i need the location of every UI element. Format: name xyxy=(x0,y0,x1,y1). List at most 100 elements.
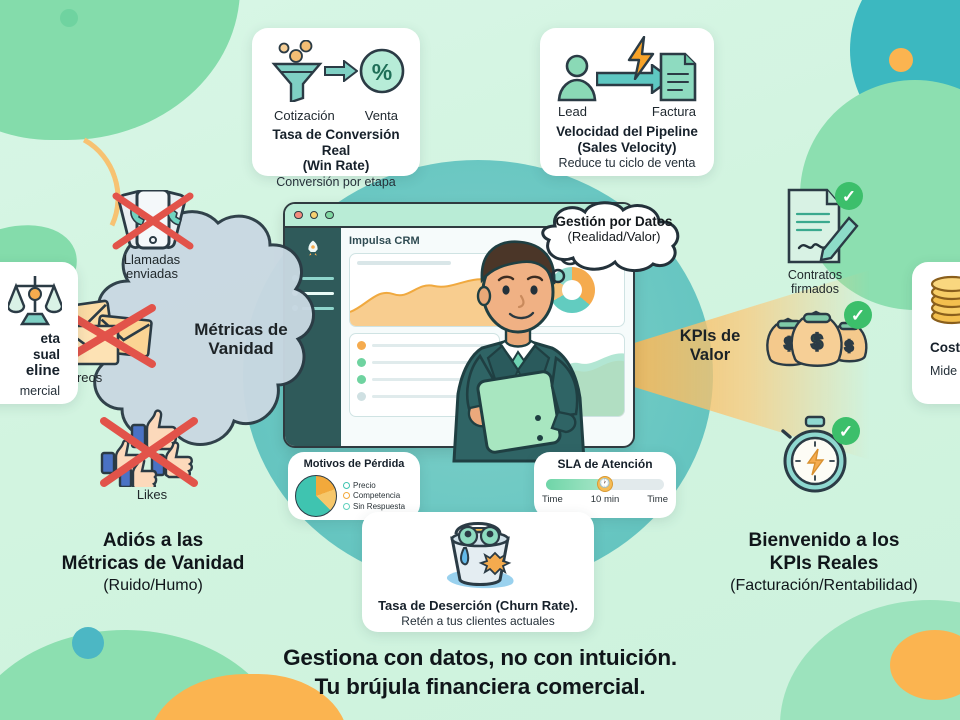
legend-item: Competencia xyxy=(343,491,405,500)
clock-icon[interactable]: 🕐 xyxy=(597,475,613,492)
vanity-item-llamadas: Llamadas enviadas xyxy=(104,188,200,282)
funnel-icon xyxy=(270,39,324,107)
donut-chart-icon xyxy=(548,267,595,313)
card-title: Velocidad del Pipeline xyxy=(556,124,698,139)
card-title-3: eline xyxy=(25,362,60,380)
card-subtitle: mercial xyxy=(19,383,60,398)
leaking-bucket-icon xyxy=(370,518,586,596)
card-title: SLA de Atención xyxy=(557,457,653,471)
gestion-por-datos-bubble: Gestión por Datos (Realidad/Valor) xyxy=(525,200,703,272)
list-item xyxy=(357,392,492,401)
slider-labels: Time 10 min Time xyxy=(542,494,668,505)
card-title-2: sual xyxy=(32,346,60,362)
lightning-bolt-icon xyxy=(624,35,658,85)
signed-contract-icon: ✓ xyxy=(765,182,865,266)
coins-icon xyxy=(924,272,960,330)
footer-line2: Tu brújula financiera comercial. xyxy=(314,673,646,699)
svg-text:%: % xyxy=(372,59,392,85)
slider-left-label: Time xyxy=(542,493,563,505)
money-bags-icon: $ $ $ ✓ xyxy=(762,301,872,373)
card-title-2: (Win Rate) xyxy=(302,158,370,174)
businessman-illustration xyxy=(418,218,618,463)
crm-app-title: Impulsa CRM xyxy=(349,235,420,247)
card-title: Motivos de Pérdida xyxy=(303,458,405,470)
check-badge-icon: ✓ xyxy=(835,182,863,210)
card-title: eta xyxy=(40,331,60,346)
card-subtitle: Mide xyxy=(930,363,958,378)
slider-right-label: Time xyxy=(647,493,668,505)
pie-chart-area: Precio Competencia Sin Respuesta xyxy=(295,474,413,517)
card-right-label: Venta xyxy=(364,108,398,123)
background-blob-orange-bottom-right xyxy=(890,630,960,700)
card-subtitle: Conversión por etapa xyxy=(276,174,396,189)
card-title: Tasa de Deserción (Churn Rate). xyxy=(378,598,578,613)
background-dot-orange-top-right xyxy=(889,48,913,72)
slider-fill xyxy=(546,478,607,490)
legend-item: Precio xyxy=(343,481,405,490)
card-title: Cost xyxy=(930,340,960,355)
percent-icon: % xyxy=(358,47,406,100)
stopwatch-icon: ✓ xyxy=(770,415,866,495)
thumbs-up-icon xyxy=(98,405,206,491)
background-dot-teal-bottom-left xyxy=(72,627,104,659)
pie-legend: Precio Competencia Sin Respuesta xyxy=(343,481,405,511)
footer-line1: Gestiona con datos, no con intuición. xyxy=(283,645,677,670)
kpi-item-money: $ $ $ ✓ xyxy=(762,301,872,373)
scale-balance-icon xyxy=(0,272,66,328)
card-motivos-perdida[interactable]: Motivos de Pérdida Precio Competencia Si… xyxy=(288,452,420,520)
kpis-de-valor-label: KPIs de Valor xyxy=(679,327,741,364)
svg-text:$: $ xyxy=(811,331,823,354)
check-badge-icon: ✓ xyxy=(844,301,872,329)
vanity-metrics-label: Métricas de Vanidad xyxy=(194,320,288,359)
card-left-label: Cotización xyxy=(274,108,335,123)
pie-chart-icon xyxy=(295,474,337,517)
headline-right-line2: KPIs Reales xyxy=(769,552,879,574)
list-item xyxy=(357,358,492,367)
invoice-icon xyxy=(658,52,698,107)
headline-left-sub: (Ruido/Humo) xyxy=(103,576,203,594)
kpi-caption: Contratos firmados xyxy=(787,268,843,296)
arrow-right-icon xyxy=(324,58,359,87)
vanity-caption: Llamadas enviadas xyxy=(123,252,181,282)
kpi-item-contratos: ✓ Contratos firmados xyxy=(765,182,865,296)
card-velocidad-pipeline[interactable]: Lead Factura Velocidad del Pipeline (Sal… xyxy=(540,28,714,176)
headline-right-line1: Bienvenido a los xyxy=(748,530,900,551)
user-icon xyxy=(556,54,598,107)
rocket-icon xyxy=(301,238,325,266)
card-churn-rate[interactable]: Tasa de Deserción (Churn Rate). Retén a … xyxy=(362,512,594,632)
card-subtitle: Retén a tus clientes actuales xyxy=(401,614,555,629)
bubble-text: Gestión por Datos (Realidad/Valor) xyxy=(555,214,673,244)
card-right-label: Factura xyxy=(651,104,696,119)
svg-text:$: $ xyxy=(845,338,854,355)
list-item xyxy=(357,341,492,350)
headline-right: Bienvenido a los KPIs Reales (Facturació… xyxy=(688,530,960,596)
close-dot-icon[interactable] xyxy=(294,210,303,220)
legend-item: Sin Respuesta xyxy=(343,502,405,511)
card-tasa-conversion[interactable]: % Cotización Venta Tasa de Conversión Re… xyxy=(252,28,420,189)
vanity-metrics-cloud xyxy=(70,185,330,505)
maximize-dot-icon[interactable] xyxy=(325,210,334,220)
headline-right-sub: (Facturación/Rentabilidad) xyxy=(730,576,918,594)
footer-slogan: Gestiona con datos, no con intuición. Tu… xyxy=(130,644,830,702)
kpi-item-stopwatch: ✓ xyxy=(770,415,866,495)
card-meta-mensual[interactable]: eta sual eline mercial xyxy=(0,262,78,404)
headline-left-line1: Adiós a las xyxy=(102,530,204,551)
card-subtitle: Reduce tu ciclo de venta xyxy=(558,156,696,171)
card-title-2: (Sales Velocity) xyxy=(577,139,677,155)
card-title: Tasa de Conversión Real xyxy=(272,127,400,158)
card-sla-atencion[interactable]: SLA de Atención 🕐 Time 10 min Time xyxy=(534,452,676,518)
background-blob-top-left xyxy=(0,0,240,140)
card-left-label: Lead xyxy=(558,104,587,119)
list-item xyxy=(357,375,492,384)
minimize-dot-icon[interactable] xyxy=(309,210,318,220)
background-dot-top-left xyxy=(60,9,78,27)
card-costo[interactable]: Cost Mide xyxy=(912,262,960,404)
headline-left: Adiós a las Métricas de Vanidad (Ruido/H… xyxy=(18,530,288,596)
area-chart-icon xyxy=(350,276,512,326)
headline-left-line2: Métricas de Vanidad xyxy=(61,552,245,574)
vanity-item-likes: Likes xyxy=(98,405,206,502)
sla-slider[interactable]: 🕐 xyxy=(542,475,668,492)
slider-value-label: 10 min xyxy=(590,493,620,505)
smartphone-calls-icon xyxy=(104,188,200,252)
